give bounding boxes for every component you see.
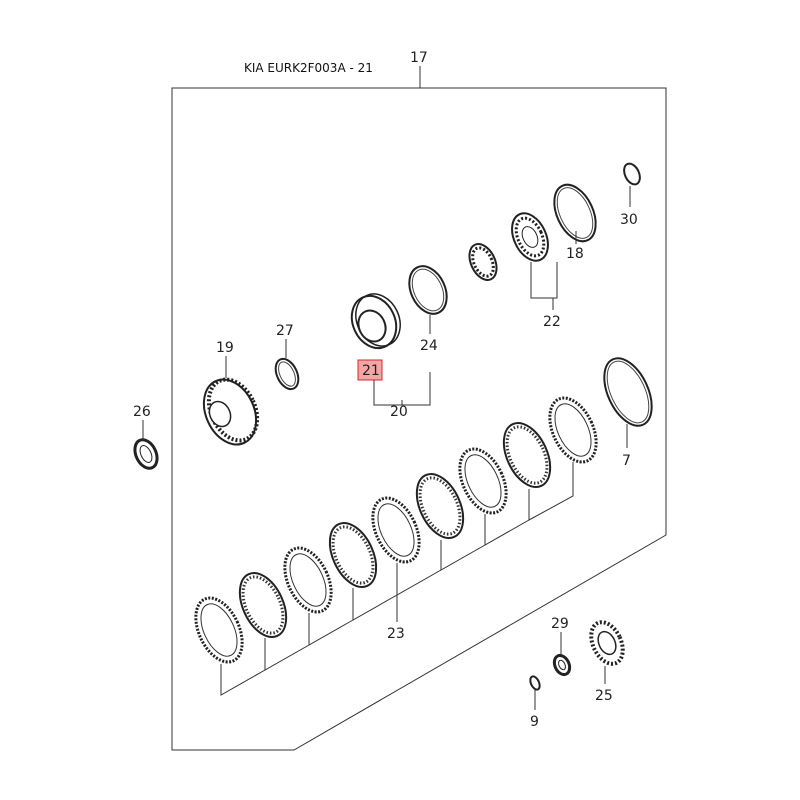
- ring-18[interactable]: [546, 178, 604, 248]
- hub-gear-22b[interactable]: [464, 240, 502, 285]
- ring-27[interactable]: [271, 355, 303, 392]
- snap-ring-9[interactable]: [528, 675, 541, 691]
- gear-25[interactable]: [585, 617, 629, 669]
- clutch-disc-7[interactable]: [276, 541, 341, 620]
- hub-19[interactable]: [194, 371, 267, 453]
- clutch-disc-1[interactable]: [541, 391, 606, 470]
- label-26: 26: [133, 404, 151, 420]
- label-23: 23: [387, 626, 405, 642]
- snap-ring-7[interactable]: [595, 351, 662, 433]
- washer-29[interactable]: [551, 653, 572, 677]
- hub-gear-22a[interactable]: [505, 208, 555, 267]
- washer-26[interactable]: [131, 436, 162, 472]
- snap-ring-30[interactable]: [621, 161, 643, 187]
- clutch-disc-5[interactable]: [364, 491, 429, 570]
- label-19: 19: [216, 340, 234, 356]
- bracket-22: [530, 262, 558, 299]
- label-24: 24: [420, 338, 438, 354]
- clutch-disc-6[interactable]: [321, 516, 386, 595]
- label-17: 17: [410, 50, 428, 66]
- label-21: 21: [362, 363, 380, 379]
- piston-21[interactable]: [344, 287, 409, 356]
- clutch-disc-4[interactable]: [408, 467, 473, 546]
- label-22: 22: [543, 314, 561, 330]
- clutch-disc-8[interactable]: [231, 566, 296, 645]
- ring-24[interactable]: [402, 260, 454, 320]
- assembly-frame: [171, 87, 667, 751]
- label-29: 29: [551, 616, 569, 632]
- clutch-disc-2[interactable]: [495, 416, 560, 495]
- clutch-disc-3[interactable]: [451, 442, 516, 521]
- label-18: 18: [566, 246, 584, 262]
- diagram-title: KIA EURK2F003A - 21: [244, 61, 373, 75]
- label-27: 27: [276, 323, 294, 339]
- label-9: 9: [530, 714, 539, 730]
- clutch-disc-9[interactable]: [187, 591, 252, 670]
- label-20: 20: [390, 404, 408, 420]
- bracket-23: [220, 462, 574, 696]
- label-25: 25: [595, 688, 613, 704]
- label-30: 30: [620, 212, 638, 228]
- label-7: 7: [622, 453, 631, 469]
- highlight-box-21: [357, 359, 383, 381]
